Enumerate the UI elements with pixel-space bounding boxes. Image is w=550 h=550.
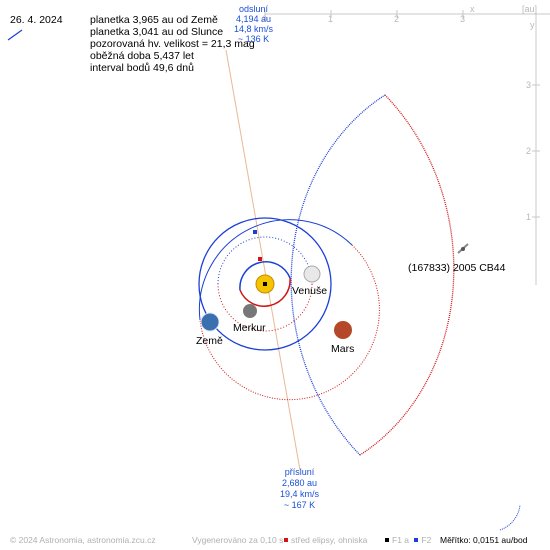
footer-scale: Měřítko: 0,0151 au/bod <box>440 535 528 545</box>
venus-label: Venuše <box>292 285 328 297</box>
y-tick-2: 2 <box>526 146 532 156</box>
aphelion-title: odsluní <box>238 4 269 14</box>
mercury-orbit-lower <box>239 277 291 307</box>
side-view-orbit-hint <box>499 504 521 531</box>
asteroid-orbit-below-ecliptic <box>359 94 455 456</box>
perihelion-temperature: ~ 167 K <box>283 500 316 510</box>
perihelion-label: přísluní 2,680 au 19,4 km/s ~ 167 K <box>280 467 319 511</box>
earth-label: Země <box>196 335 223 347</box>
legend-f2-text: F2 <box>421 535 432 545</box>
x-tick-0: 0 <box>262 14 268 24</box>
mars-orbit <box>198 219 353 321</box>
footer-legend-foci: F1 a F2 <box>385 535 431 545</box>
focus-f1-icon <box>385 538 389 543</box>
y-axis-label: y <box>530 20 535 30</box>
ellipse-center-marker <box>258 257 262 261</box>
footer-legend-center: střed elipsy, ohniska <box>284 535 367 545</box>
asteroid-orbit-above-ecliptic <box>290 94 386 456</box>
mercury-planet <box>243 304 257 318</box>
focus-f2-marker <box>253 230 257 234</box>
aphelion-temperature: ~ 136 K <box>237 34 270 44</box>
asteroid-marker <box>457 243 469 254</box>
y-tick-1: 1 <box>526 212 532 222</box>
legend-center-text: střed elipsy, ohniska <box>291 535 368 545</box>
aphelion-velocity: 14,8 km/s <box>234 24 274 34</box>
info-distance-earth: planetka 3,965 au od Země <box>90 14 218 26</box>
perihelion-title: přísluní <box>284 467 315 477</box>
mercury-orbit <box>239 261 291 291</box>
apsis-line <box>225 49 301 471</box>
venus-orbit <box>217 236 313 285</box>
mercury-label: Merkur <box>233 322 266 334</box>
info-point-interval: interval bodů 49,6 dnů <box>90 62 194 74</box>
asteroid-name-label: (167833) 2005 CB44 <box>408 262 506 274</box>
velocity-vector-indicator <box>7 29 23 41</box>
venus-orbit-lower <box>217 283 313 332</box>
info-period: oběžná doba 5,437 let <box>90 50 194 62</box>
perihelion-velocity: 19,4 km/s <box>280 489 320 499</box>
info-distance-sun: planetka 3,041 au od Slunce <box>90 26 224 38</box>
focus-f2-icon <box>414 538 419 543</box>
info-magnitude: pozorovaná hv. velikost = 21,3 mag <box>90 38 255 50</box>
footer-generated-time: Vygenerováno za 0,10 s <box>192 535 284 545</box>
mars-planet <box>334 321 352 339</box>
mars-label: Mars <box>331 343 355 355</box>
earth-planet <box>200 312 220 332</box>
center-marker-icon <box>284 538 288 543</box>
legend-f1-text: F1 a <box>392 535 410 545</box>
axis-ticks <box>264 10 540 218</box>
asteroid-info-panel: planetka 3,965 au od Země planetka 3,041… <box>90 14 255 74</box>
perihelion-distance: 2,680 au <box>281 478 318 488</box>
x-tick-2: 2 <box>394 14 400 24</box>
x-tick-3: 3 <box>460 14 466 24</box>
mars-orbit-lower <box>199 244 380 401</box>
aphelion-label: odsluní 4,194 au 14,8 km/s ~ 136 K <box>234 4 273 44</box>
x-axis-label: x <box>470 4 475 14</box>
axis-unit-label: [au] <box>522 4 538 14</box>
venus-planet <box>303 265 321 283</box>
focus-f1-marker <box>263 282 267 286</box>
date-label: 26. 4. 2024 <box>10 14 63 26</box>
y-tick-3: 3 <box>526 80 532 90</box>
footer-copyright: © 2024 Astronomia, astronomia.zcu.cz <box>10 535 156 545</box>
earth-orbit <box>198 217 332 351</box>
aphelion-distance: 4,194 au <box>235 14 272 24</box>
x-tick-1: 1 <box>328 14 334 24</box>
